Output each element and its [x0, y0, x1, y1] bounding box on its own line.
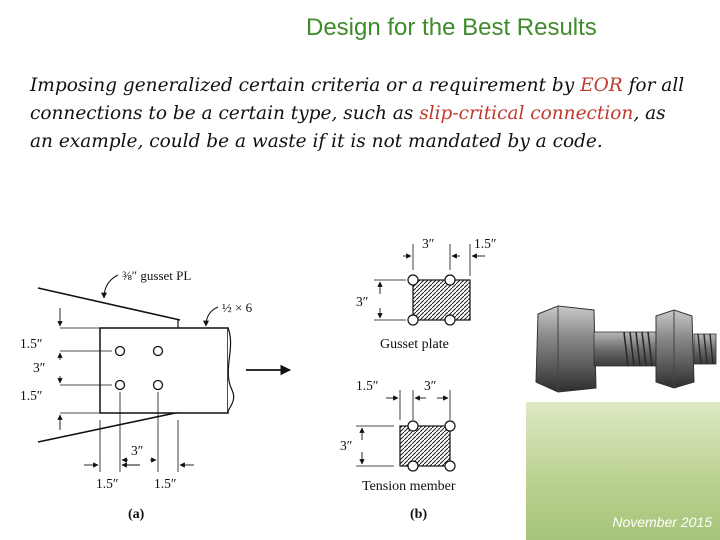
gusset-top-edge — [37, 287, 181, 321]
gusset-bottom-edge — [37, 411, 181, 443]
caption-a: (a) — [128, 507, 145, 522]
tension-member-caption: Tension member — [362, 479, 456, 494]
paragraph-text-2: for all connections to be a certain type… — [30, 75, 685, 124]
gusset-label: ⅜″ gusset PL — [122, 268, 191, 283]
bolt-hole — [152, 345, 164, 357]
figure-a: ⅜″ gusset PL ½ × 6 1.5″ 3″ 1.5″ 3″ 1.5″ … — [20, 268, 292, 522]
bolt-hole — [114, 345, 126, 357]
b-bot-side-dim: 3″ — [340, 438, 352, 453]
b-top-dim-1-5: 1.5″ — [474, 236, 497, 251]
dim-bottom: 1.5″ — [20, 388, 43, 403]
slide-title: Design for the Best Results — [306, 14, 597, 41]
b-top-dim-3: 3″ — [422, 236, 434, 251]
gusset-plate-caption: Gusset plate — [380, 337, 449, 352]
gusset-plate-hatch — [412, 279, 471, 321]
dim-pitch: 3″ — [131, 443, 143, 458]
footer-date: November 2015 — [612, 514, 712, 530]
angle-label: ½ × 6 — [222, 300, 253, 315]
dim-right: 1.5″ — [154, 476, 177, 491]
bolt-nut — [655, 309, 695, 389]
break-line — [227, 327, 235, 414]
tension-member-hatch — [399, 425, 451, 467]
b-top-side-dim: 3″ — [356, 294, 368, 309]
bolt-head — [535, 305, 597, 393]
bolt-hole — [114, 379, 126, 391]
eor-highlight: EOR — [580, 75, 623, 96]
slip-critical-highlight: slip-critical connection — [419, 103, 634, 124]
paragraph-text-1: Imposing generalized certain criteria or… — [30, 75, 581, 96]
figure-b-tension: 1.5″ 3″ 3″ Tension member (b) — [340, 378, 456, 522]
bolt-photo — [535, 305, 717, 393]
caption-b: (b) — [410, 507, 427, 522]
body-paragraph: Imposing generalized certain criteria or… — [30, 72, 690, 156]
paragraph-text-3: , as an example, could be a waste if it … — [30, 103, 666, 152]
dim-top: 1.5″ — [20, 336, 43, 351]
connection-diagram: ⅜″ gusset PL ½ × 6 1.5″ 3″ 1.5″ 3″ 1.5″ … — [20, 236, 497, 522]
figure-b-gusset: 3″ 1.5″ 3″ Gusset plate — [356, 236, 497, 352]
footer-panel: November 2015 — [526, 402, 720, 540]
dim-mid: 3″ — [33, 360, 45, 375]
b-bot-dim-3: 3″ — [424, 378, 436, 393]
dim-left: 1.5″ — [96, 476, 119, 491]
angle-member — [99, 327, 229, 414]
bolt-hole — [152, 379, 164, 391]
b-bot-dim-1-5: 1.5″ — [356, 378, 379, 393]
